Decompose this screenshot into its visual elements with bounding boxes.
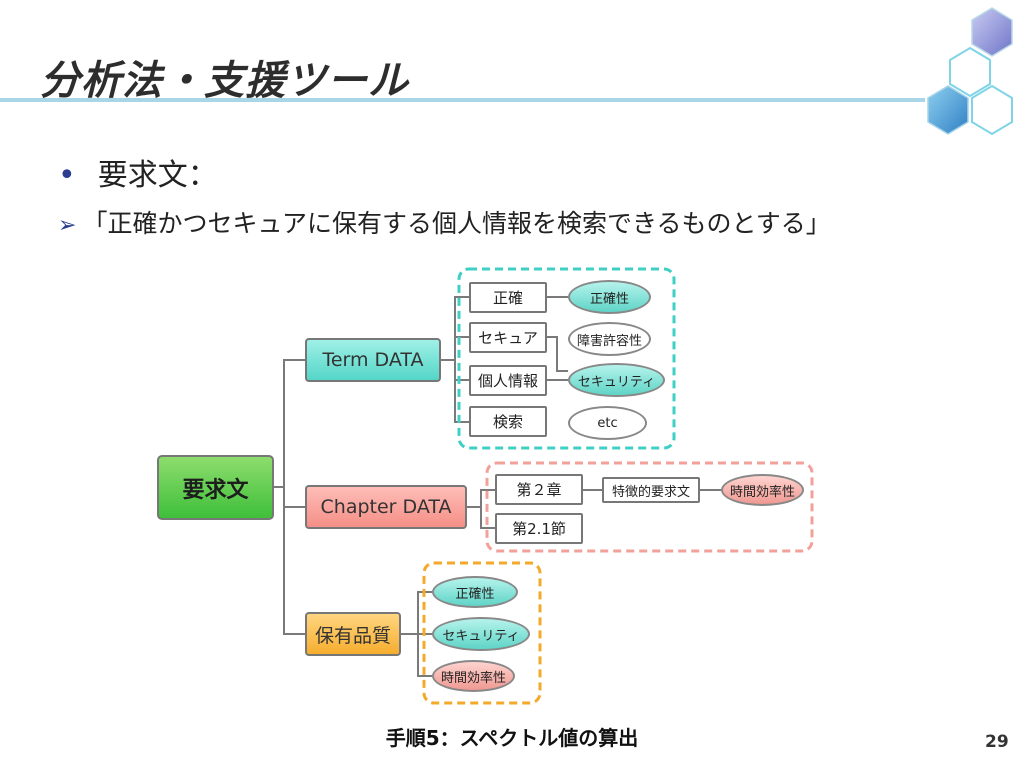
- bullet-dot-icon: •: [58, 158, 76, 193]
- feature-sentence-node: 特徴的要求文: [602, 477, 700, 503]
- hoyu-hinshitsu-node: 保有品質: [305, 612, 401, 656]
- section-node: 第2.1節: [495, 513, 583, 544]
- slide-title: 分析法・支援ツール: [40, 58, 409, 104]
- sub-bullet-item: ➢「正確かつセキュアに保有する個人情報を検索できるものとする」: [58, 204, 831, 240]
- hexagon-shape: [949, 46, 991, 98]
- quality-oval: 正確性: [432, 576, 518, 608]
- quality-oval: 時間効率性: [721, 474, 804, 506]
- term-node: 正確: [469, 282, 547, 313]
- chapter-node: 第２章: [495, 474, 583, 505]
- bullet-item: • 要求文：: [58, 150, 218, 194]
- hexagon-shape: [927, 85, 969, 135]
- quality-oval: セキュリティ: [568, 363, 665, 397]
- root-node: 要求文: [157, 455, 274, 520]
- bullet-text: 要求文：: [97, 158, 218, 193]
- hexagon-decoration: [927, 7, 1013, 136]
- quote-text: 「正確かつセキュアに保有する個人情報を検索できるものとする」: [82, 209, 831, 238]
- term-group-border: [457, 267, 676, 450]
- quality-oval: 時間効率性: [432, 660, 515, 692]
- chapter-group-border: [485, 461, 814, 553]
- hexagon-shape: [971, 7, 1013, 57]
- term-node: 検索: [469, 406, 547, 437]
- arrow-bullet-icon: ➢: [58, 213, 77, 238]
- page-number: 29: [985, 732, 1009, 752]
- quality-oval: 障害許容性: [568, 322, 651, 356]
- term-data-node: Term DATA: [305, 338, 441, 382]
- title-underline: [0, 98, 925, 102]
- term-node: セキュア: [469, 322, 547, 353]
- slide-caption: 手順5：スペクトル値の算出: [385, 726, 639, 750]
- term-node: 個人情報: [469, 365, 547, 396]
- quality-oval: etc: [568, 406, 647, 440]
- hoyu-group-border: [422, 561, 542, 705]
- quality-oval: 正確性: [568, 280, 651, 314]
- hexagon-shape: [971, 84, 1013, 136]
- chapter-data-node: Chapter DATA: [305, 485, 467, 529]
- quality-oval: セキュリティ: [432, 617, 530, 651]
